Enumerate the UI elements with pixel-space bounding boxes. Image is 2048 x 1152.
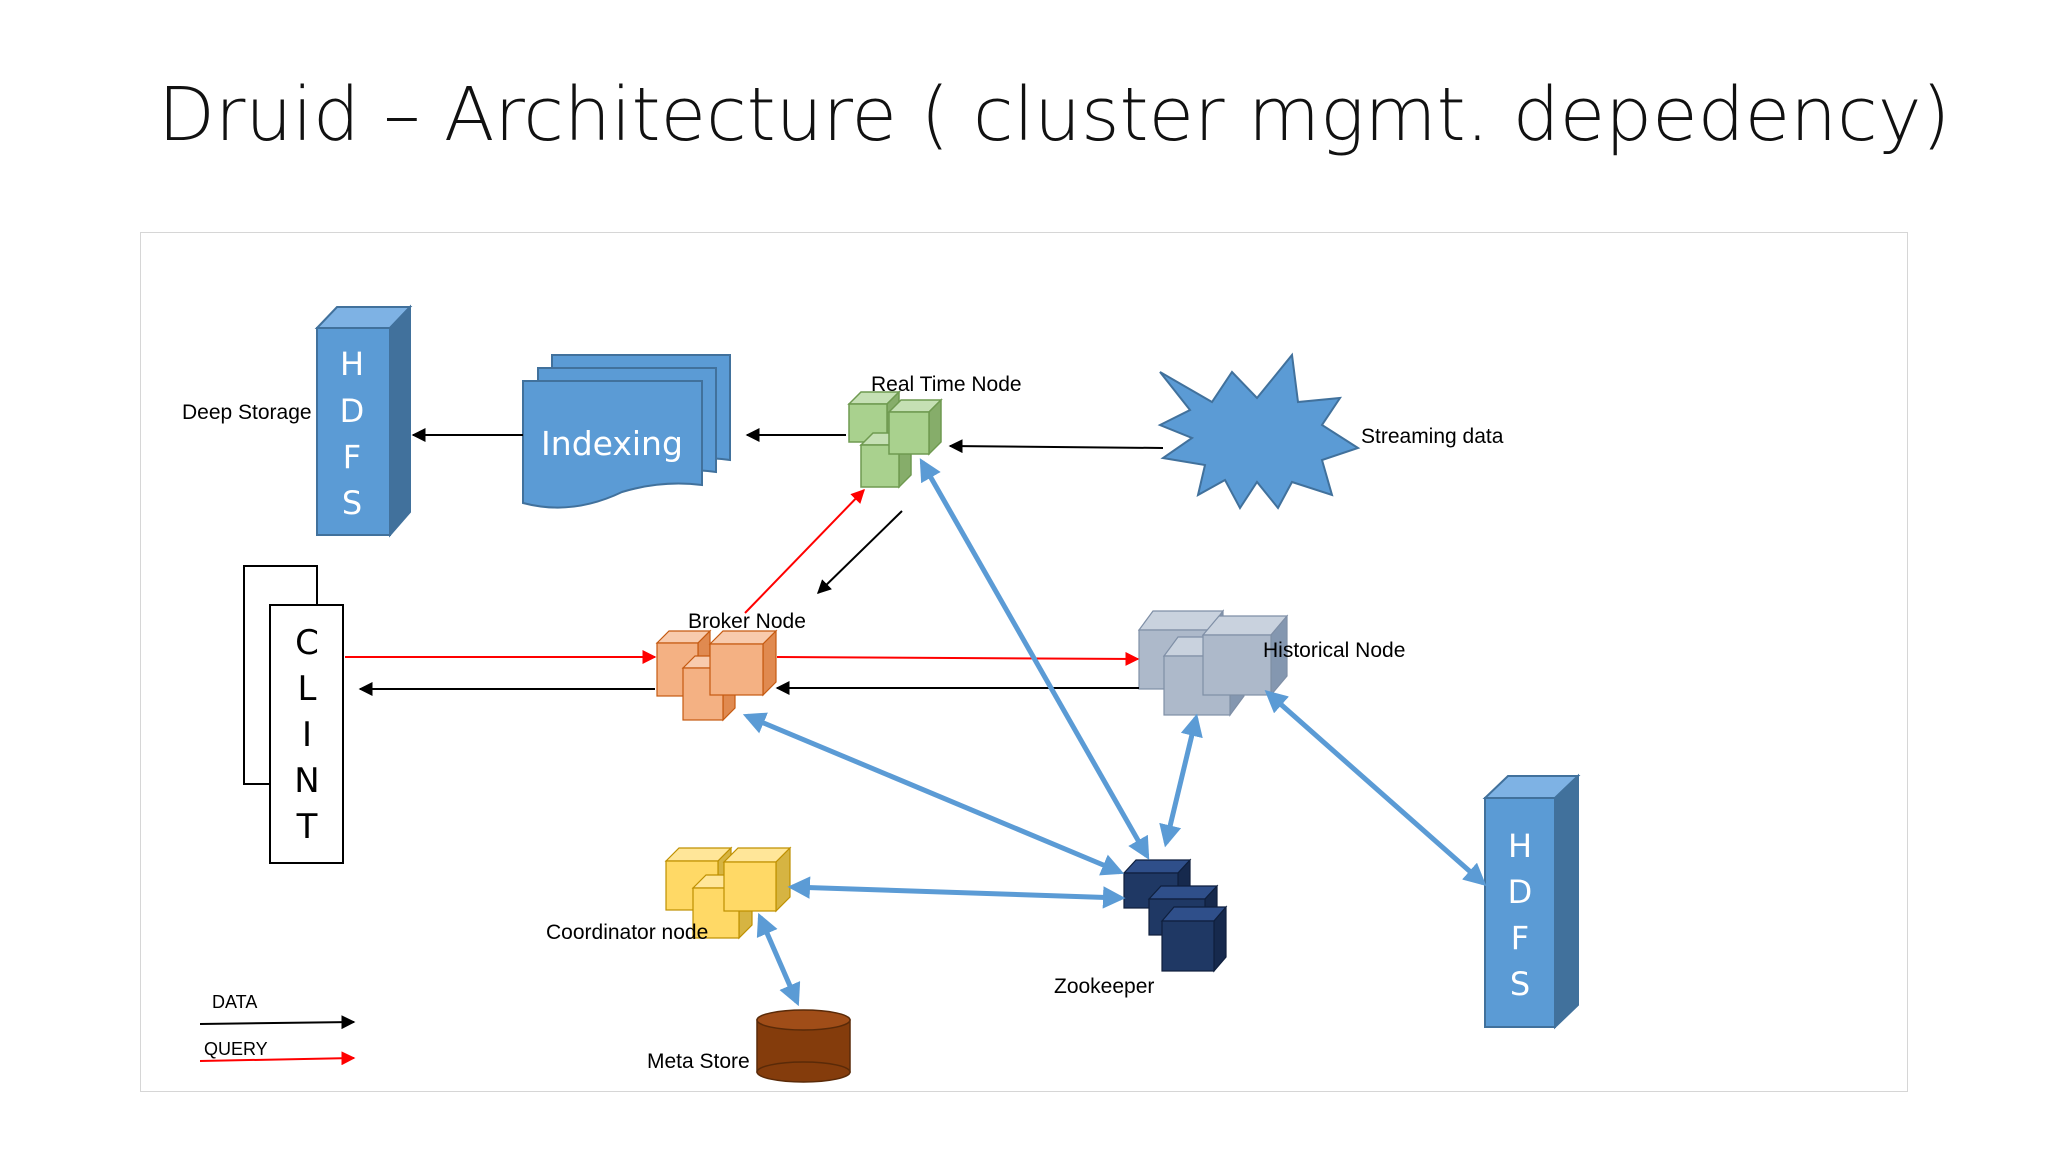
legend-query-arrow [199, 1051, 356, 1066]
arrow-stream-to-realtime [948, 439, 1164, 454]
hdfs-top-letter-s: S [342, 484, 362, 522]
arrow-coordinator-zookeeper [787, 876, 1126, 909]
historical-node-cubes [1137, 609, 1289, 717]
zookeeper-label: Zookeeper [1054, 975, 1154, 998]
hdfs-bottom-letter-d: D [1508, 873, 1533, 911]
legend-data-arrow [199, 1015, 356, 1030]
client-letter-t: T [296, 807, 318, 847]
deep-storage-label: Deep Storage [182, 401, 312, 424]
client-letter-i: I [302, 715, 312, 755]
legend-data-label: DATA [212, 992, 257, 1012]
streaming-data-label: Streaming data [1361, 425, 1504, 448]
hdfs-top-letter-h: H [340, 345, 364, 383]
broker-node-label: Broker Node [688, 610, 806, 633]
hdfs-top-letter-d: D [340, 392, 365, 430]
mgmt-arrows [742, 458, 1487, 1007]
arrow-coordinator-metastore [756, 912, 801, 1007]
hdfs-top-letter-f: F [343, 438, 361, 476]
legend: DATA QUERY [199, 992, 356, 1066]
arrow-historical-hdfs [1264, 690, 1487, 886]
indexing-label: Indexing [541, 424, 683, 463]
coordinator-node-label: Coordinator node [546, 921, 708, 944]
hdfs-bottom-letter-f: F [1511, 919, 1529, 957]
slide-title: Druid – Architecture ( cluster mgmt. dep… [158, 72, 1951, 158]
streaming-data-burst [1157, 352, 1361, 510]
arrow-historical-zookeeper [1159, 713, 1203, 848]
diagram-frame [140, 232, 1908, 1092]
legend-query-label: QUERY [204, 1039, 268, 1059]
real-time-node-label: Real Time Node [871, 373, 1022, 396]
hdfs-bottom-bar: H D F S [1482, 773, 1581, 1030]
zookeeper-cubes [1122, 858, 1228, 973]
client-boxes: C L I N T [243, 565, 344, 864]
hdfs-bottom-letter-h: H [1508, 827, 1532, 865]
broker-node-cubes [655, 629, 778, 722]
arrow-broker-zookeeper [742, 712, 1125, 876]
client-letter-c: C [295, 623, 319, 663]
hdfs-bottom-letter-s: S [1510, 965, 1530, 1003]
arrow-realtime-to-broker [816, 510, 903, 594]
arrow-broker-to-realtime [744, 488, 865, 614]
hdfs-top-bar: H D F S [314, 304, 413, 538]
meta-store-cylinder [756, 1009, 851, 1083]
real-time-node-cubes [847, 390, 943, 489]
arrow-broker-to-historical [776, 651, 1140, 666]
meta-store-label: Meta Store [647, 1050, 750, 1073]
client-letter-n: N [294, 761, 319, 801]
indexing-documents: Indexing [522, 354, 731, 509]
client-letter-l: L [298, 669, 317, 709]
historical-node-label: Historical Node [1263, 639, 1405, 662]
